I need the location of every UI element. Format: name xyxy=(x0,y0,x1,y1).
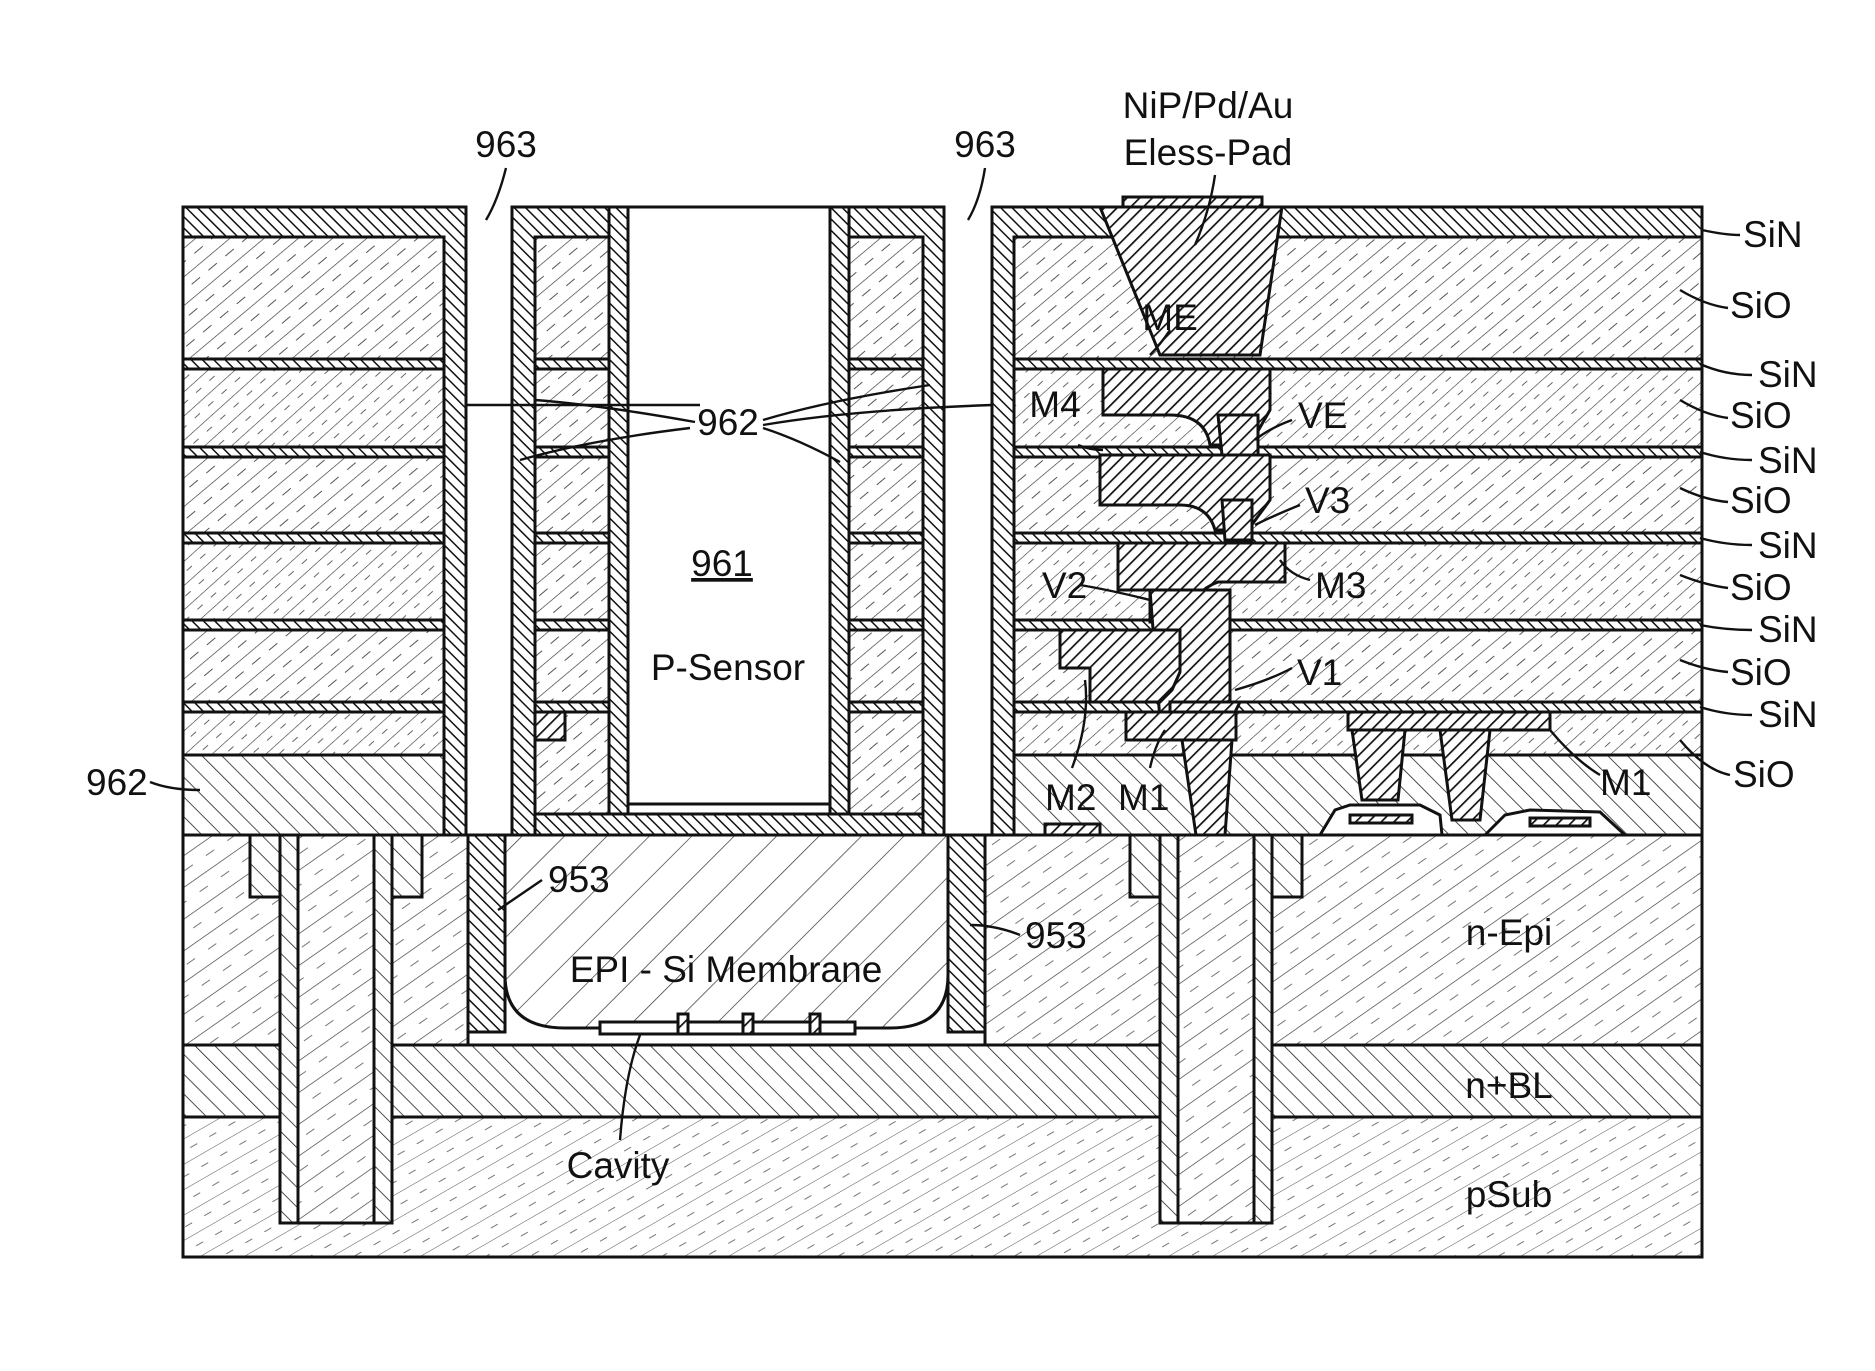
deep-trench-left-core xyxy=(298,835,374,1223)
cavity-anchor-2 xyxy=(743,1014,753,1034)
metal-m4-label: M4 xyxy=(1029,384,1080,425)
via-v3 xyxy=(1222,500,1252,540)
contact-collar-right2 xyxy=(1272,835,1302,897)
stack-label-3: SiN xyxy=(1758,354,1818,395)
stack-label-4: SiO xyxy=(1730,395,1792,436)
leader-963-left xyxy=(486,168,506,220)
via-v2-label: V2 xyxy=(1042,565,1087,606)
stack-label-10: SiO xyxy=(1730,652,1792,693)
sidewall-label-right: 953 xyxy=(1025,915,1087,956)
contact-collar-right xyxy=(1130,835,1160,897)
contact-plug-right-1 xyxy=(1352,730,1405,800)
trench-label-right: 963 xyxy=(954,124,1016,165)
leader-sin-1 xyxy=(1702,230,1740,235)
cavity-anchor-3 xyxy=(810,1014,820,1034)
stack-label-6: SiO xyxy=(1730,480,1792,521)
leader-sin-5 xyxy=(1700,625,1752,630)
via-ve-label: VE xyxy=(1298,395,1347,436)
liner-label-left: 962 xyxy=(86,762,148,803)
stack-label-1: SiN xyxy=(1743,214,1803,255)
stack-label-8: SiO xyxy=(1730,567,1792,608)
sensor-inner-wall-right xyxy=(830,207,849,814)
metal-m2-label: M2 xyxy=(1045,777,1096,818)
metal-m1b-label: M1 xyxy=(1600,762,1651,803)
sidewall-label-left: 953 xyxy=(548,859,610,900)
via-v1-label: V1 xyxy=(1297,652,1342,693)
via-ve xyxy=(1218,415,1258,455)
n-epi-layer-right xyxy=(985,835,1702,1045)
stack-label-12: SiO xyxy=(1733,754,1795,795)
sensor-ref-label: 961 xyxy=(691,543,753,584)
metal-m3-label: M3 xyxy=(1315,565,1366,606)
stack-label-11: SiN xyxy=(1758,694,1818,735)
cavity-label: Cavity xyxy=(567,1145,670,1186)
stack-label-2: SiO xyxy=(1730,285,1792,326)
metal-m1a-label: M1 xyxy=(1118,777,1169,818)
pad-label-line2: Eless-Pad xyxy=(1124,132,1293,173)
stack-label-5: SiN xyxy=(1758,440,1818,481)
via-v3-label: V3 xyxy=(1305,480,1350,521)
deep-trench-right-core xyxy=(1178,835,1254,1223)
p-sub-label: pSub xyxy=(1466,1174,1552,1215)
leader-963-right xyxy=(968,168,985,220)
contact-collar-left2 xyxy=(392,835,422,897)
leader-sin-3 xyxy=(1700,452,1752,460)
membrane-sidewall-right xyxy=(948,835,985,1032)
membrane-label: EPI - Si Membrane xyxy=(570,949,883,990)
sensor-name-label: P-Sensor xyxy=(651,647,805,688)
leader-sin-6 xyxy=(1700,707,1752,715)
n-bl-label: n+BL xyxy=(1465,1065,1552,1106)
metal-m1-right xyxy=(1348,712,1550,730)
metal-me-label: ME xyxy=(1142,297,1198,338)
stack-label-9: SiN xyxy=(1758,609,1818,650)
contact-collar-left xyxy=(250,835,280,897)
leader-sin-4 xyxy=(1700,538,1752,545)
pad-label-line1: NiP/Pd/Au xyxy=(1123,85,1294,126)
liner-label-top: 962 xyxy=(697,402,759,443)
stack-label-7: SiN xyxy=(1758,525,1818,566)
gate-poly-1 xyxy=(1350,815,1412,823)
gate-poly-2 xyxy=(1530,818,1590,826)
leader-sin-2 xyxy=(1700,364,1752,375)
left-dielectric-stack xyxy=(183,237,466,835)
sensor-inner-wall-left xyxy=(609,207,628,814)
m2-stub xyxy=(1045,824,1100,835)
cavity-anchor-1 xyxy=(678,1014,688,1034)
trench-label-left: 963 xyxy=(475,124,537,165)
membrane-sidewall-left xyxy=(468,835,505,1032)
metal-m1-left xyxy=(1126,712,1236,740)
n-epi-label: n-Epi xyxy=(1466,912,1552,953)
sensor-chamber xyxy=(628,207,830,804)
